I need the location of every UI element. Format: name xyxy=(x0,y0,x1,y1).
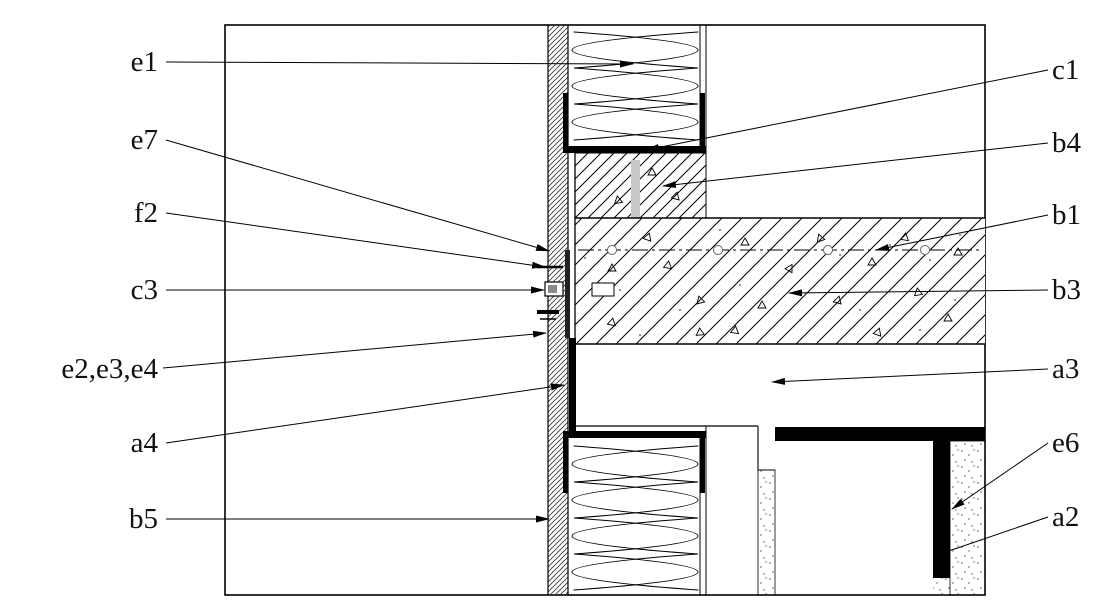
steel-channel-bottom xyxy=(563,431,706,493)
edge-membrane xyxy=(565,250,570,338)
concrete-band-right xyxy=(949,440,986,596)
joint-details xyxy=(537,250,576,432)
label-a2: a2 xyxy=(1052,501,1080,533)
label-a3: a3 xyxy=(1052,353,1080,385)
bearing-pad xyxy=(591,282,615,297)
leader-a2 xyxy=(936,516,1049,556)
leader-f2 xyxy=(165,212,546,269)
label-b4: b4 xyxy=(1052,127,1081,159)
clip-c3-core xyxy=(548,285,557,293)
label-b5: b5 xyxy=(129,503,158,535)
label-b1: b1 xyxy=(1052,199,1081,231)
label-c1: c1 xyxy=(1052,54,1080,86)
leader-lines xyxy=(162,60,1049,556)
aggregate-dots xyxy=(584,229,971,336)
leader-e6 xyxy=(951,442,1049,510)
leader-a4 xyxy=(165,383,565,444)
label-f2: f2 xyxy=(133,197,158,229)
rebar-circles xyxy=(607,245,930,255)
leader-c1 xyxy=(645,69,1049,151)
leader-b3 xyxy=(788,289,1049,297)
label-e1: e1 xyxy=(130,46,158,78)
label-e6: e6 xyxy=(1052,427,1080,459)
steel-angle-vertical xyxy=(933,441,950,578)
concrete-band-left xyxy=(757,469,776,596)
leader-e7 xyxy=(165,139,550,252)
label-e7: e7 xyxy=(130,124,158,156)
insulation-batt-bottom xyxy=(571,445,699,591)
label-e2e3e4: e2,e3,e4 xyxy=(61,353,158,385)
insulation-batt-top xyxy=(571,31,699,141)
leader-e1 xyxy=(165,60,634,68)
steel-angle-horizontal xyxy=(775,427,985,441)
void-a3 xyxy=(575,346,983,471)
angle-a4 xyxy=(569,338,576,432)
grout-block-b4 xyxy=(574,152,707,219)
steel-channel-top xyxy=(563,93,706,153)
floor-slab xyxy=(574,153,985,345)
leader-b4 xyxy=(662,142,1049,189)
leader-a3 xyxy=(771,368,1049,385)
label-b3: b3 xyxy=(1052,274,1081,306)
label-c3: c3 xyxy=(130,274,158,306)
lower-concrete xyxy=(757,427,986,596)
dowel-bar xyxy=(631,160,640,218)
label-a4: a4 xyxy=(130,427,158,459)
leader-e2e3e4 xyxy=(162,330,547,369)
concrete-below-angle xyxy=(933,578,950,595)
leader-b1 xyxy=(875,214,1049,251)
